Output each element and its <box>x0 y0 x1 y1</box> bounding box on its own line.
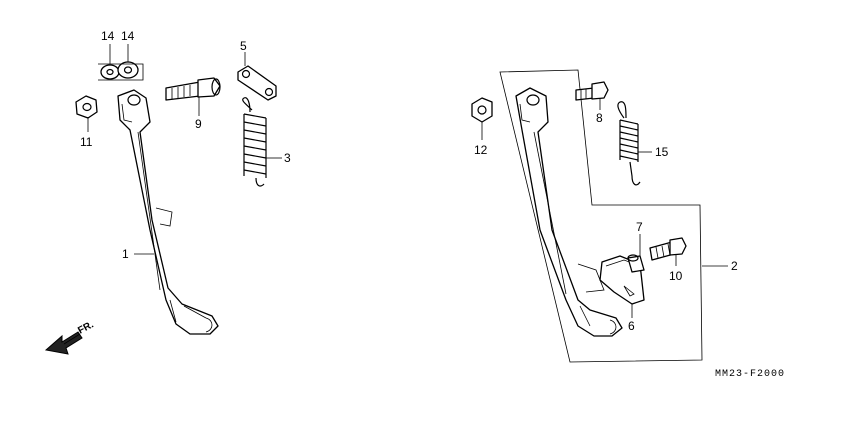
nut-part-11 <box>75 95 98 119</box>
bolt-part-8 <box>575 81 609 101</box>
callout-12: 12 <box>474 143 488 157</box>
right-leader-lines <box>481 98 728 318</box>
spring-part-3 <box>242 97 267 187</box>
washer-part-14 <box>100 64 120 80</box>
left-leader-lines <box>87 44 282 255</box>
front-direction-label: FR. <box>76 319 96 336</box>
stand-assembly-boundary-part-2 <box>499 69 703 363</box>
callout-8: 8 <box>596 111 603 125</box>
pivot-bolt-part-9 <box>165 77 221 101</box>
callout-10: 10 <box>669 269 683 283</box>
side-stand-part-1 <box>117 89 219 335</box>
callout-3: 3 <box>284 151 291 165</box>
callout-14: 14 <box>101 29 115 43</box>
front-direction-arrow: FR. <box>44 319 96 355</box>
callout-7: 7 <box>636 220 643 234</box>
nut-part-12 <box>471 97 493 123</box>
callout-2: 2 <box>731 259 738 273</box>
callout-1: 1 <box>122 247 129 261</box>
callout-15: 15 <box>655 145 669 159</box>
callout-5: 5 <box>240 39 247 53</box>
callout-9: 9 <box>195 117 202 131</box>
washer-bracket <box>98 63 144 81</box>
spring-bracket-part-5 <box>237 65 277 101</box>
diagram-code: MM23-F2000 <box>715 369 785 380</box>
callout-labels: 14 14 5 11 9 3 1 12 8 15 7 10 2 6 MM23-F… <box>80 29 785 380</box>
collar-part-7 <box>627 254 645 273</box>
callout-13: 14 <box>121 29 135 43</box>
spring-part-15 <box>617 101 641 186</box>
bolt-part-10 <box>649 237 687 261</box>
callout-6: 6 <box>628 319 635 333</box>
side-stand-right <box>515 87 623 337</box>
callout-11: 11 <box>80 135 93 149</box>
